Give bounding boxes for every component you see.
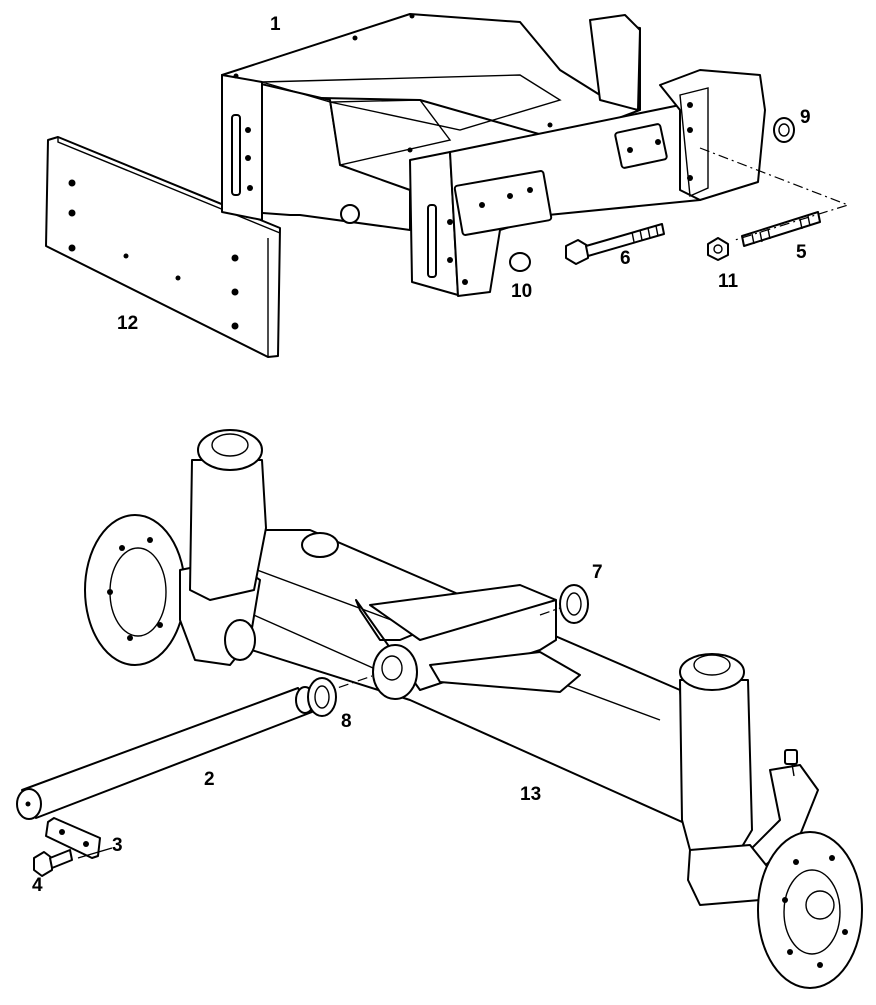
callout-6: 6	[620, 248, 631, 269]
callout-12: 12	[117, 313, 139, 334]
front-axle-beam	[84, 429, 863, 989]
callout-11: 11	[718, 271, 739, 292]
plug-10	[509, 252, 531, 272]
callout-9: 9	[800, 107, 811, 128]
callout-13: 13	[520, 784, 542, 805]
leader-lines	[77, 847, 113, 859]
washer-8	[307, 677, 337, 717]
callout-7: 7	[592, 562, 603, 583]
bushing-9	[773, 117, 795, 143]
callout-3: 3	[112, 835, 123, 856]
callout-5: 5	[796, 242, 807, 263]
callout-8: 8	[341, 711, 352, 732]
washer-7	[559, 584, 589, 624]
bolt-4	[33, 849, 73, 877]
callout-10: 10	[511, 281, 533, 302]
washer-7-line	[539, 607, 561, 616]
callout-1: 1	[270, 14, 281, 35]
callout-4: 4	[32, 875, 43, 896]
bolt-6	[565, 223, 665, 265]
front-support-bracket	[221, 13, 766, 297]
lock-plate	[45, 817, 101, 859]
stud-5	[741, 211, 821, 247]
nut-11	[707, 237, 729, 261]
callout-2: 2	[204, 769, 215, 790]
pivot-pin	[16, 686, 315, 820]
mounting-plate	[45, 136, 281, 358]
